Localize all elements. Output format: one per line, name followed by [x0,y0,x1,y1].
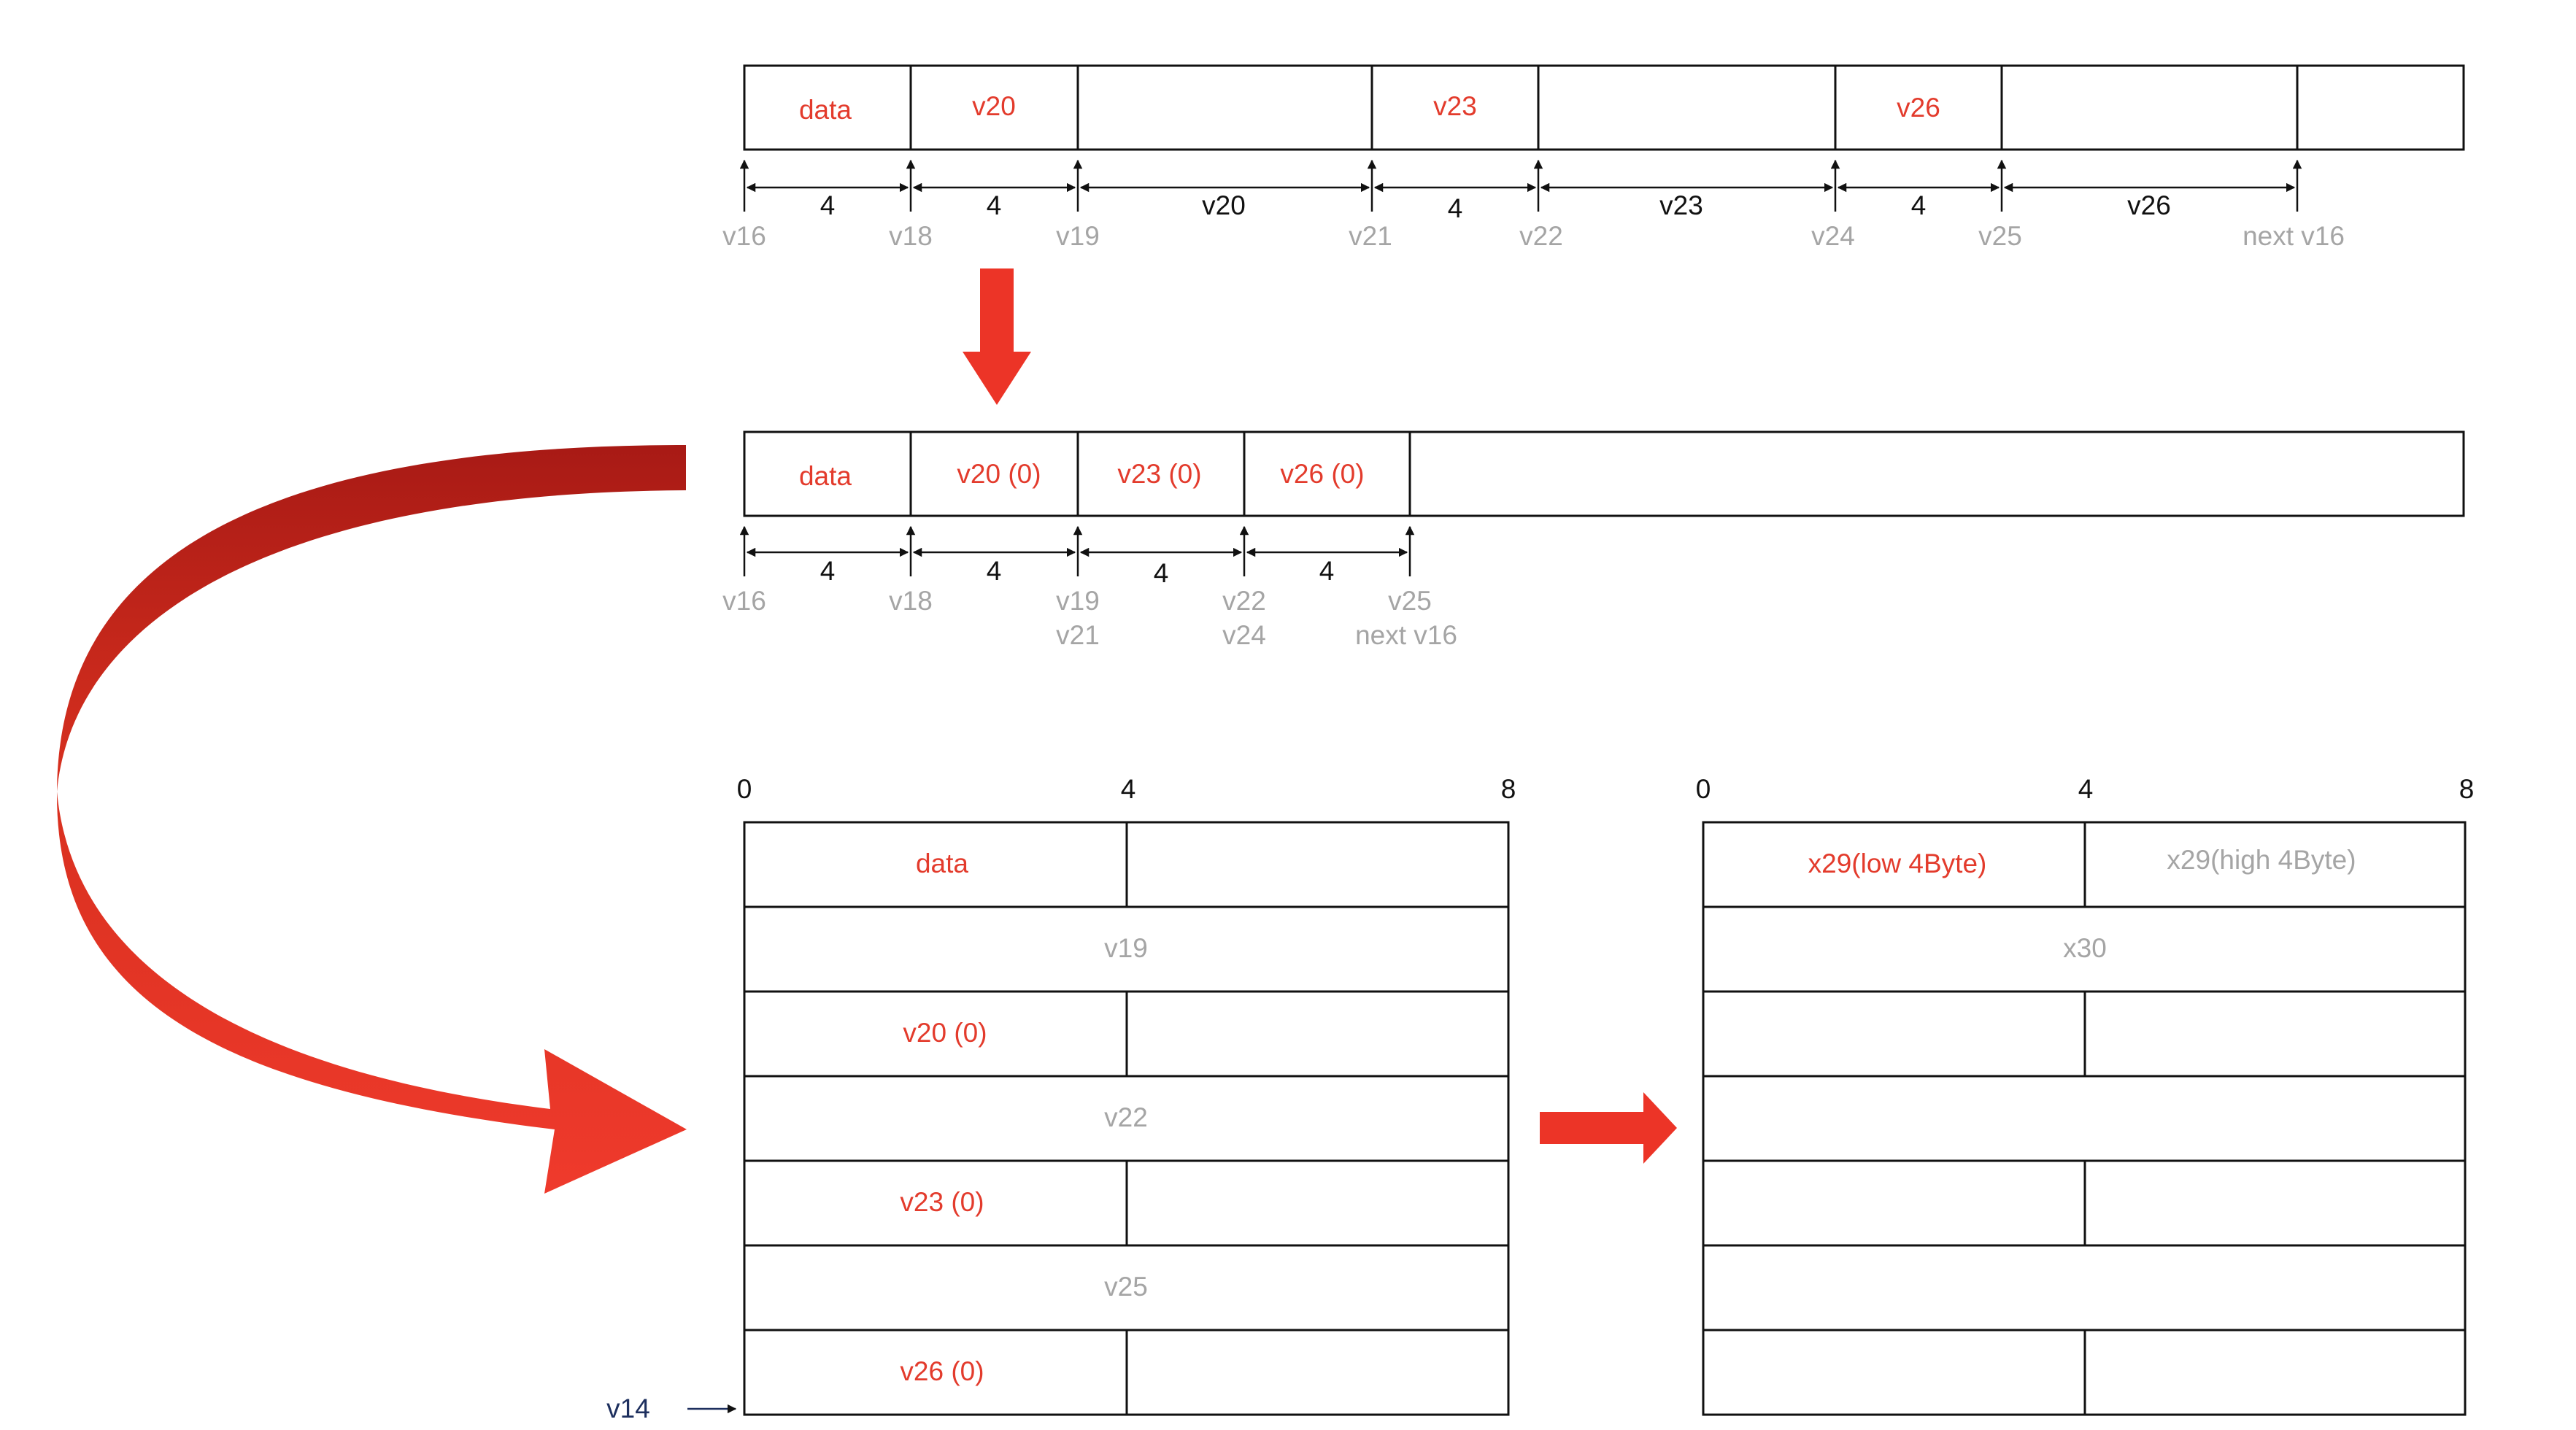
row-label: v22 [1104,1102,1148,1132]
cell-label: v23 [1433,91,1477,121]
cell-label: v23 (0) [1117,459,1201,489]
axis-label: 8 [1501,774,1516,804]
cell-label: v26 [1897,93,1940,123]
curved-arrow [56,445,687,1194]
size-label: 4 [1319,556,1335,586]
marker-label: v19 [1056,586,1100,616]
marker-label: v21 [1349,221,1392,251]
size-label: 4 [1448,193,1463,223]
cell-label: v20 (0) [957,459,1041,489]
axis-label: 8 [2459,774,2475,804]
marker-label: v16 [722,586,766,616]
axis-label: 0 [1696,774,1711,804]
row-label: x29(high 4Byte) [2167,845,2356,875]
down-arrow [963,268,1031,405]
marker-label: v18 [889,586,933,616]
marker-label: v21 [1056,620,1100,650]
marker-label: v25 [1978,221,2022,251]
row-label: v26 (0) [900,1356,984,1386]
marker-label: v24 [1222,620,1266,650]
axis-label: 4 [1121,774,1136,804]
marker-label: v25 [1388,586,1432,616]
row-label: v20 (0) [903,1018,987,1048]
pointer-label: v14 [606,1394,650,1423]
marker-label: next v16 [2243,221,2345,251]
size-label: v26 [2127,190,2171,220]
left-table: 0 4 8 data v19 v20 (0) v22 v23 (0) v25 v… [606,774,1516,1423]
marker-label: v18 [889,221,933,251]
second-row-frame [743,430,2465,517]
cell-label: data [799,95,852,125]
marker-label: v22 [1222,586,1266,616]
axis-label: 0 [737,774,752,804]
row-label: v23 (0) [900,1187,984,1217]
axis-label: 4 [2078,774,2094,804]
second-row: data v20 (0) v23 (0) v26 (0) 4 4 4 4 v16… [722,430,2465,650]
top-row-markers [739,159,2302,212]
second-row-markers [739,525,1415,576]
row-label: x30 [2063,933,2107,963]
right-arrow [1540,1092,1677,1164]
size-label: 4 [820,556,836,586]
top-row: data v20 v23 v26 4 4 v20 4 v23 [722,64,2465,251]
size-label: 4 [987,556,1002,586]
size-label: 4 [1911,190,1927,220]
cell-label: data [799,461,852,491]
size-label: v20 [1202,190,1246,220]
size-label: 4 [820,190,836,220]
marker-label: v24 [1811,221,1855,251]
row-label: v25 [1104,1272,1148,1302]
marker-label: v16 [722,221,766,251]
marker-label: v22 [1519,221,1563,251]
row-label: v19 [1104,933,1148,963]
cell-label: v20 [972,91,1016,121]
size-label: v23 [1659,190,1703,220]
marker-label: next v16 [1355,620,1457,650]
right-table-frame [1702,821,2467,1416]
size-label: 4 [987,190,1002,220]
right-table: 0 4 8 x29(low 4Byte) x29(high 4Byte) x30 [1696,774,2475,1416]
cell-label: v26 (0) [1280,459,1364,489]
left-table-frame [743,821,1510,1416]
curved-arrow-shape [56,445,687,1194]
marker-label: v19 [1056,221,1100,251]
row-label: x29(low 4Byte) [1808,849,1987,878]
top-row-frame [743,64,2465,151]
row-label: data [916,849,968,878]
size-label: 4 [1154,558,1169,588]
